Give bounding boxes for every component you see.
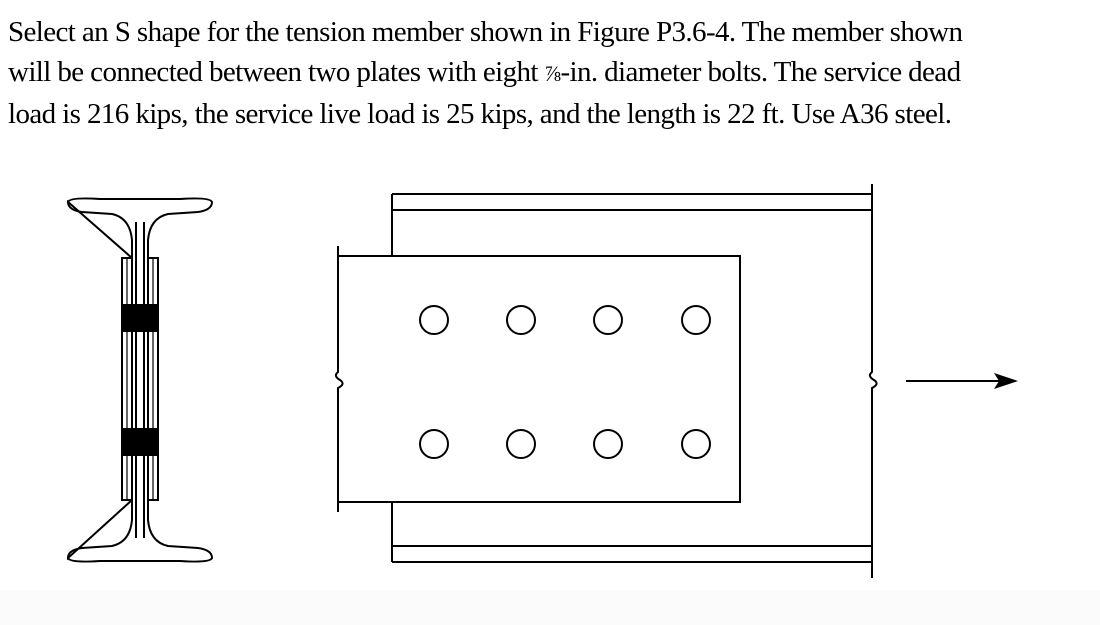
footer-strip	[0, 590, 1100, 625]
gusset-plate-outline	[338, 255, 741, 503]
bolt-hole	[419, 305, 449, 335]
bolt-hole	[681, 305, 711, 335]
problem-line-2-prefix: will be connected between two plates wit…	[8, 56, 545, 88]
problem-line-2: will be connected between two plates wit…	[8, 52, 1098, 94]
bolt-hole	[681, 429, 711, 459]
bolt-hole	[419, 429, 449, 459]
problem-statement: Select an S shape for the tension member…	[8, 12, 1098, 134]
bolt-hole-group	[419, 305, 711, 459]
bolt-diameter-fraction: ⅞	[544, 61, 562, 86]
problem-line-2-suffix: -in. diameter bolts. The service dead	[560, 56, 961, 88]
s-shape-top-flange	[66, 197, 214, 261]
s-shape-end-view	[66, 197, 214, 563]
connection-figure	[66, 184, 1018, 578]
bolt-hole	[506, 429, 536, 459]
bolt-section-upper	[122, 304, 158, 332]
bolt-hole	[593, 429, 623, 459]
problem-line-3: load is 216 kips, the service live load …	[8, 98, 952, 130]
s-shape-bottom-flange	[66, 497, 214, 563]
bolt-hole	[506, 305, 536, 335]
problem-line-1: Select an S shape for the tension member…	[8, 16, 963, 48]
member-break-line	[868, 184, 878, 578]
bolt-section-lower	[122, 428, 158, 456]
plate-break-line	[334, 246, 344, 512]
load-arrow-icon	[906, 373, 1018, 389]
member-plan-view	[334, 184, 878, 578]
bolt-hole	[593, 305, 623, 335]
